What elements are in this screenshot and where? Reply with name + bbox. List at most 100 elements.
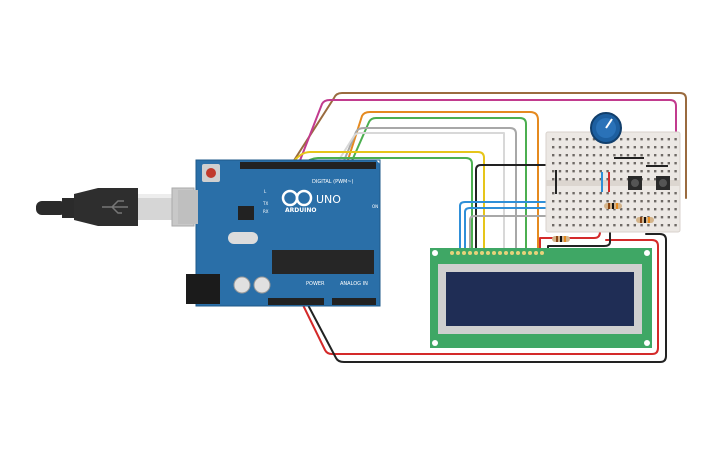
wire-brown[interactable] <box>292 92 687 199</box>
wire-black-lcd[interactable] <box>475 164 557 259</box>
wires <box>290 92 687 363</box>
resistor-3[interactable] <box>552 236 570 242</box>
lcd-pin[interactable] <box>486 251 490 255</box>
lcd-pin[interactable] <box>474 251 478 255</box>
power-header[interactable] <box>268 298 324 305</box>
breadboard-hole <box>647 200 650 203</box>
lcd-pin[interactable] <box>510 251 514 255</box>
breadboard-hole <box>654 208 657 211</box>
lcd-pin[interactable] <box>450 251 454 255</box>
resistor-2[interactable] <box>636 217 654 223</box>
lcd-pin[interactable] <box>540 251 544 255</box>
breadboard-hole <box>592 170 596 173</box>
arduino-board[interactable]: ARDUINO UNO DIGITAL (PWM~) POWER ANALOG … <box>178 159 381 307</box>
resistor-1[interactable] <box>604 203 622 209</box>
breadboard-hole <box>586 146 589 149</box>
wire-blue-1[interactable] <box>459 201 601 259</box>
breadboard-hole <box>606 192 609 195</box>
lcd-pin[interactable] <box>468 251 472 255</box>
breadboard-hole <box>674 138 677 141</box>
breadboard-hole <box>640 170 643 173</box>
lcd-pin[interactable] <box>528 251 532 255</box>
lcd-pin[interactable] <box>462 251 466 255</box>
lcd-pin[interactable] <box>492 251 496 255</box>
breadboard-hole <box>647 178 650 181</box>
digital-header[interactable] <box>240 162 376 169</box>
breadboard-hole <box>667 146 670 149</box>
breadboard-hole <box>572 192 575 195</box>
breadboard-hole <box>613 146 616 149</box>
wire-orange[interactable] <box>346 111 539 259</box>
wire-gray-2[interactable] <box>469 215 591 259</box>
breadboard-hole <box>626 154 630 157</box>
breadboard-hole <box>640 146 643 149</box>
breadboard-hole <box>674 200 677 203</box>
breadboard-hole <box>558 170 562 173</box>
breadboard-hole <box>620 208 623 211</box>
wire-white[interactable] <box>336 132 505 259</box>
breadboard-hole <box>667 200 670 203</box>
potentiometer[interactable] <box>590 112 622 144</box>
lcd-pin[interactable] <box>516 251 520 255</box>
breadboard-hole <box>552 192 555 195</box>
lcd-pin[interactable] <box>480 251 484 255</box>
breadboard-hole <box>633 200 636 203</box>
breadboard-hole <box>640 154 643 157</box>
breadboard-hole <box>599 224 602 227</box>
breadboard-hole <box>613 224 616 227</box>
breadboard-hole <box>613 192 616 195</box>
capacitor <box>253 276 271 294</box>
breadboard-hole <box>633 224 636 227</box>
breadboard-hole <box>565 192 568 195</box>
breadboard-hole <box>579 154 582 157</box>
lcd-pin[interactable] <box>504 251 508 255</box>
breadboard-hole <box>586 170 589 173</box>
lcd-pin[interactable] <box>534 251 538 255</box>
breadboard-hole <box>626 138 630 141</box>
breadboard-hole <box>552 216 555 219</box>
breadboard-hole <box>565 154 568 157</box>
lcd-pin[interactable] <box>456 251 460 255</box>
analog-header[interactable] <box>332 298 376 305</box>
breadboard-hole <box>660 170 664 173</box>
breadboard-hole <box>654 146 657 149</box>
breadboard-hole <box>613 154 616 157</box>
breadboard-hole <box>565 216 568 219</box>
wire-black-2[interactable] <box>547 227 611 259</box>
wire-red-main[interactable] <box>302 239 659 355</box>
breadboard-hole <box>599 146 602 149</box>
breadboard-hole <box>606 208 609 211</box>
breadboard-hole <box>633 208 636 211</box>
usb-cable[interactable] <box>36 187 195 227</box>
breadboard-hole <box>654 224 657 227</box>
breadboard-hole <box>613 178 616 181</box>
breadboard-hole <box>660 216 664 219</box>
breadboard-hole <box>579 192 582 195</box>
breadboard-hole <box>606 146 609 149</box>
lcd-pin[interactable] <box>498 251 502 255</box>
wire-black-main[interactable] <box>307 233 667 363</box>
breadboard-hole <box>552 154 555 157</box>
breadboard-hole <box>572 154 575 157</box>
power-jack[interactable] <box>186 274 220 304</box>
breadboard-hole <box>654 192 657 195</box>
wire-gray[interactable] <box>342 127 517 259</box>
breadboard-hole <box>660 224 664 227</box>
breadboard-hole <box>565 200 568 203</box>
wire-yellow[interactable] <box>290 151 485 259</box>
lcd-pin[interactable] <box>522 251 526 255</box>
lcd-16x2[interactable] <box>430 248 652 348</box>
breadboard-hole <box>586 216 589 219</box>
breadboard-hole <box>599 200 602 203</box>
wire-blue-2[interactable] <box>464 207 561 259</box>
breadboard-hole <box>613 162 616 165</box>
breadboard-hole <box>647 224 650 227</box>
mini-breadboard[interactable] <box>545 131 681 242</box>
breadboard-hole <box>552 178 555 181</box>
breadboard-hole <box>579 200 582 203</box>
capacitor <box>233 276 251 294</box>
breadboard-hole <box>565 138 568 141</box>
wire-green-upper[interactable] <box>350 117 527 259</box>
breadboard-hole <box>647 146 650 149</box>
breadboard-hole <box>633 146 636 149</box>
